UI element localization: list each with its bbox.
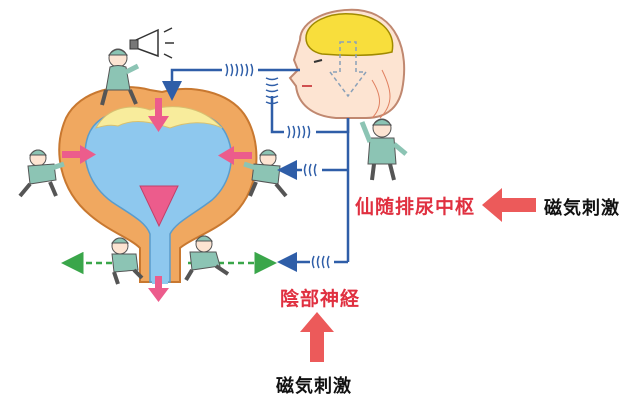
- urethra: [152, 240, 168, 284]
- magnetic-stimulation-label-bottom: 磁気刺激: [276, 376, 352, 397]
- magnetic-stimulation-label-right: 磁気刺激: [544, 198, 620, 219]
- worker-icon: [243, 149, 288, 198]
- nerve-pathways: [162, 68, 350, 272]
- pressure-arrows: [62, 98, 252, 302]
- stimulation-arrow-right: [482, 188, 536, 222]
- coil-wave-icon: [225, 63, 254, 77]
- coil-wave-icon: [311, 255, 330, 269]
- worker-icon: [184, 235, 230, 282]
- trigone-arrow: [139, 185, 179, 228]
- worker-icon: [359, 118, 408, 181]
- head: [288, 8, 406, 119]
- coil-wave-icon: [303, 163, 317, 177]
- worker-icon: [110, 237, 144, 285]
- megaphone-icon: [129, 27, 174, 59]
- worker-icon: [100, 48, 140, 106]
- worker-icon: [18, 149, 65, 198]
- stimulation-arrow-bottom: [300, 312, 334, 362]
- pudendal-nerve-label: 陰部神経: [280, 288, 361, 310]
- coil-wave-icon: [265, 77, 279, 105]
- sacral-micturition-center-label: 仙随排尿中枢: [355, 196, 476, 218]
- brain-icon: [305, 13, 394, 57]
- coil-wave-icon: [287, 125, 311, 139]
